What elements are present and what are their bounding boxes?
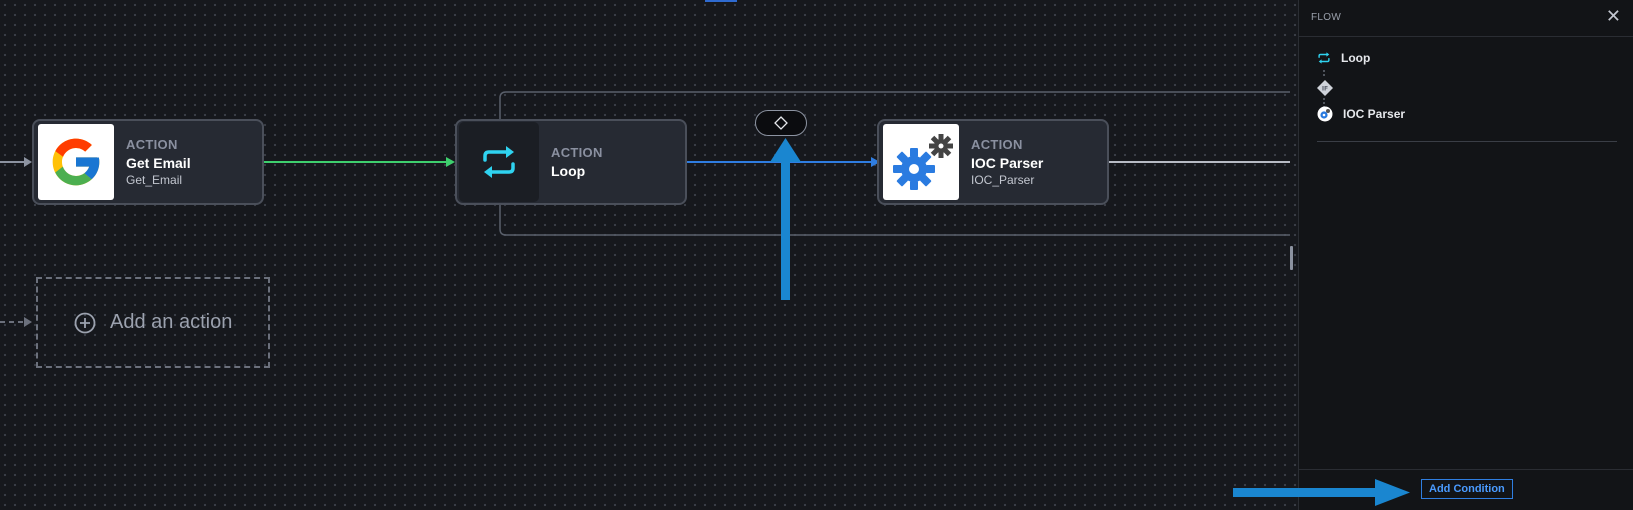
- action-node-loop[interactable]: ACTION Loop: [455, 119, 687, 205]
- node-title: Loop: [551, 163, 586, 179]
- node-subtitle: Get_Email: [126, 173, 183, 187]
- panel-resize-handle[interactable]: [1290, 246, 1293, 270]
- node-title: Get Email: [126, 155, 191, 171]
- loop-edge-arrowhead: [871, 157, 880, 167]
- flow-tree-connector: [1323, 70, 1325, 108]
- add-action-label: Add an action: [110, 311, 233, 333]
- google-icon: [38, 124, 114, 200]
- workflow-canvas[interactable]: ACTION Get Email Get_Email ACTION Loop: [0, 0, 1298, 510]
- flow-item-loop[interactable]: Loop: [1317, 51, 1370, 65]
- annotation-arrow-right: [1233, 479, 1410, 506]
- gear-icon: [883, 124, 959, 200]
- panel-title: FLOW: [1311, 12, 1342, 23]
- add-action-placeholder[interactable]: Add an action: [36, 277, 270, 368]
- gear-icon: [1317, 106, 1333, 122]
- flow-item-condition[interactable]: IF: [1316, 79, 1334, 97]
- flow-item-ioc-parser[interactable]: IOC Parser: [1317, 106, 1405, 122]
- success-edge-arrowhead: [446, 157, 455, 167]
- incoming-edge-arrowhead: [24, 157, 32, 167]
- add-condition-button[interactable]: Add Condition: [1421, 479, 1513, 499]
- node-subtitle: IOC_Parser: [971, 173, 1035, 187]
- node-kind-label: ACTION: [971, 137, 1023, 152]
- action-node-ioc-parser[interactable]: ACTION IOC Parser IOC_Parser: [877, 119, 1109, 205]
- add-condition-pill[interactable]: [755, 110, 807, 136]
- flow-panel: FLOW ✕ Loop IF IOC Parser Add Condit: [1298, 0, 1633, 510]
- node-title: IOC Parser: [971, 155, 1044, 171]
- diamond-icon: [774, 116, 788, 130]
- top-tab-indicator: [705, 0, 737, 2]
- svg-text:IF: IF: [1322, 86, 1328, 93]
- loop-icon: [459, 122, 539, 202]
- plus-circle-icon: [74, 312, 96, 333]
- node-kind-label: ACTION: [551, 145, 603, 160]
- panel-header: FLOW ✕: [1299, 0, 1633, 37]
- node-kind-label: ACTION: [126, 137, 178, 152]
- flow-item-label: IOC Parser: [1343, 107, 1406, 121]
- panel-divider: [1317, 141, 1617, 142]
- dashed-edge-arrowhead: [24, 317, 32, 327]
- edges-layer: [0, 91, 1290, 327]
- if-condition-icon: IF: [1317, 80, 1333, 96]
- panel-footer: Add Condition: [1299, 469, 1633, 510]
- flow-item-label: Loop: [1341, 51, 1371, 65]
- loop-icon: [1318, 52, 1330, 64]
- action-node-get-email[interactable]: ACTION Get Email Get_Email: [32, 119, 264, 205]
- close-icon[interactable]: ✕: [1605, 6, 1621, 26]
